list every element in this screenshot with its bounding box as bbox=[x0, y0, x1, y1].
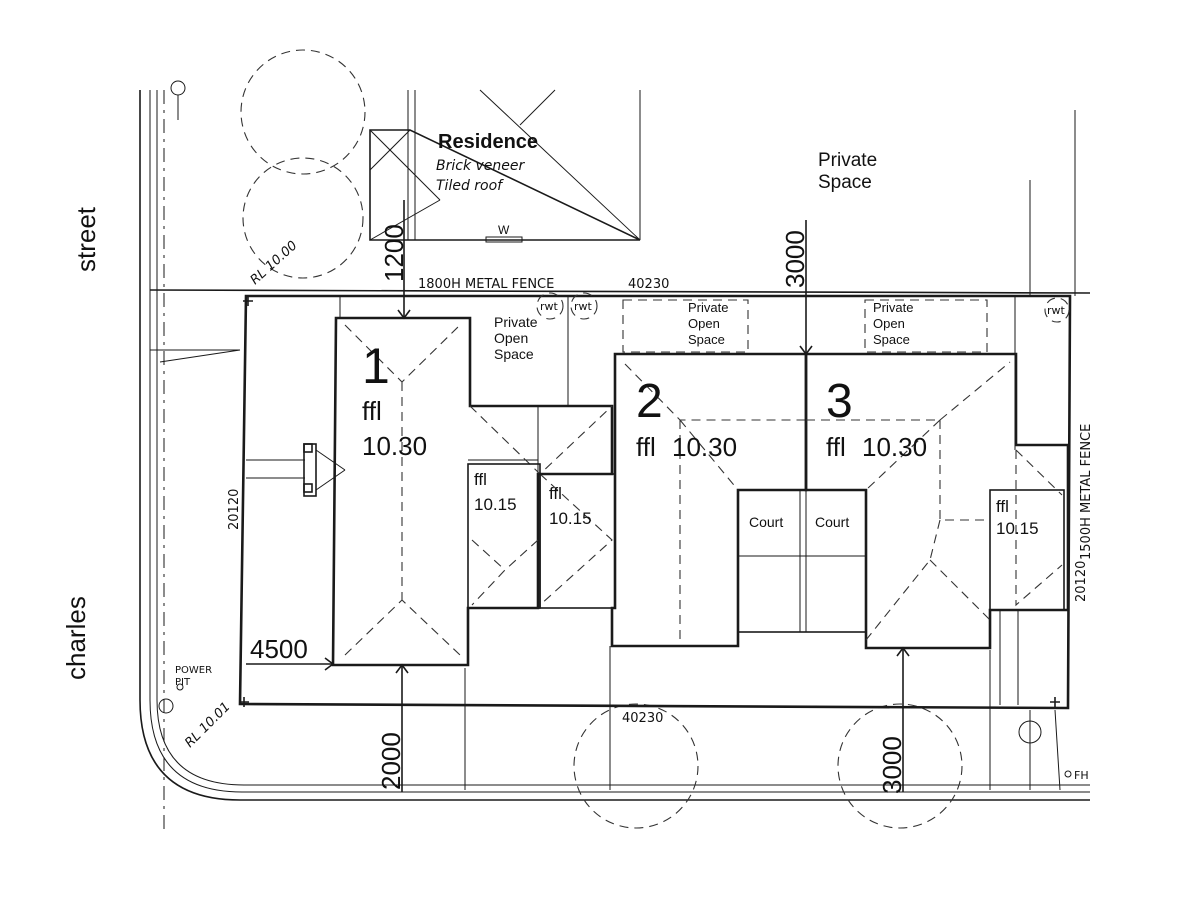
tree-canopy bbox=[242, 157, 364, 279]
fire-hydrant-label: FH bbox=[1074, 769, 1089, 782]
unit-2-ffl-value: 10.30 bbox=[672, 432, 737, 462]
rwt-label: rwt bbox=[540, 300, 559, 313]
unit-3-number: 3 bbox=[826, 375, 853, 428]
setback-4500: 4500 bbox=[250, 634, 308, 664]
garage-3-ffl-value: 10.15 bbox=[996, 519, 1039, 538]
private-space-label: Private bbox=[818, 150, 877, 171]
tree-canopy bbox=[573, 703, 699, 829]
garage-2: ffl 10.15 bbox=[539, 473, 616, 609]
unit-3-ffl-value: 10.30 bbox=[862, 432, 927, 462]
garage-3-ffl-label: ffl bbox=[996, 497, 1009, 516]
unit-1-building: 1 ffl 10.30 bbox=[331, 316, 614, 667]
residence-roof: Tiled roof bbox=[436, 178, 504, 194]
pos-label: Private bbox=[873, 300, 913, 315]
neighbour-boundaries bbox=[149, 90, 1091, 363]
pos-label: Space bbox=[494, 346, 534, 362]
pos-label: Open bbox=[494, 330, 528, 346]
residence-material: Brick veneer bbox=[436, 158, 526, 174]
rear-fence-label: 1800H METAL FENCE bbox=[418, 277, 554, 292]
setback-3000-bottom: 3000 bbox=[877, 736, 907, 794]
left-boundary-width: 20120 bbox=[227, 489, 242, 530]
unit-1-entry bbox=[246, 443, 346, 497]
power-pit-label: PIT bbox=[175, 677, 191, 688]
setback-2000: 2000 bbox=[376, 732, 406, 790]
unit-2-building: 2 ffl 10.30 bbox=[610, 352, 808, 648]
unit-1-ffl-label: ffl bbox=[362, 396, 382, 426]
site-boundary bbox=[238, 294, 1072, 710]
pos-label: Open bbox=[688, 316, 720, 331]
private-open-spaces: Private Open Space Private Open Space Pr… bbox=[494, 299, 988, 362]
unit-2-ffl-label: ffl bbox=[636, 432, 656, 462]
rear-boundary-length: 40230 bbox=[628, 277, 669, 292]
power-pit-label: POWER bbox=[175, 665, 212, 676]
street-label: street bbox=[71, 206, 101, 272]
rainwater-tank-icon bbox=[536, 292, 564, 320]
pos-label: Space bbox=[873, 332, 910, 347]
power-pit-marker-icon bbox=[176, 683, 184, 691]
power-pit-icon bbox=[158, 698, 174, 714]
unit-3-ffl-label: ffl bbox=[826, 432, 846, 462]
garage-2-ffl-value: 10.15 bbox=[549, 509, 592, 528]
rl-level-bottom: RL 10.01 bbox=[182, 699, 233, 750]
unit-3-building: 3 ffl 10.30 bbox=[804, 352, 1070, 650]
street-kerb-lines bbox=[139, 90, 1090, 830]
service-pit-icon bbox=[170, 80, 186, 96]
private-space-label: Space bbox=[818, 172, 872, 193]
setback-dimensions: 1200 3000 4500 2000 3000 bbox=[246, 200, 910, 794]
side-fence-label: 1500H METAL FENCE bbox=[1079, 424, 1094, 560]
rainwater-tank-icon bbox=[1044, 297, 1070, 323]
pos-label: Open bbox=[873, 316, 905, 331]
garage-3: ffl 10.15 bbox=[989, 489, 1065, 611]
charles-label: charles bbox=[61, 596, 91, 680]
rl-level-top: RL 10.00 bbox=[248, 238, 301, 288]
driveway-lines bbox=[339, 296, 1019, 790]
tree-canopy bbox=[837, 703, 963, 829]
pos-label: Space bbox=[688, 332, 725, 347]
survey-marks bbox=[239, 296, 1060, 707]
rwt-label: rwt bbox=[574, 300, 593, 313]
residence-title: Residence bbox=[438, 131, 538, 153]
front-boundary-length: 40230 bbox=[622, 711, 663, 726]
rainwater-tanks: rwt rwt rwt bbox=[536, 292, 1070, 323]
court-label: Court bbox=[815, 514, 849, 530]
rwt-label: rwt bbox=[1047, 304, 1066, 317]
garage-1-ffl-label: ffl bbox=[474, 470, 487, 489]
rainwater-tank-icon bbox=[570, 292, 598, 320]
tree-canopy bbox=[240, 49, 366, 175]
pos-label: Private bbox=[688, 300, 728, 315]
setback-3000-top: 3000 bbox=[780, 230, 810, 288]
garage-1-ffl-value: 10.15 bbox=[474, 495, 517, 514]
fire-hydrant-marker-icon bbox=[1064, 770, 1072, 778]
courts: Court Court bbox=[737, 489, 867, 633]
pos-label: Private bbox=[494, 314, 538, 330]
window-label: W bbox=[498, 223, 510, 237]
unit-1-number: 1 bbox=[362, 338, 390, 394]
unit-2-number: 2 bbox=[636, 375, 663, 428]
neighbour-residence: Residence Brick veneer Tiled roof W bbox=[369, 89, 641, 243]
garage-1: ffl 10.15 bbox=[467, 463, 541, 609]
setback-1200: 1200 bbox=[379, 224, 409, 282]
right-boundary-width: 20120 bbox=[1074, 561, 1089, 602]
court-label: Court bbox=[749, 514, 783, 530]
unit-1-ffl-value: 10.30 bbox=[362, 431, 427, 461]
garage-2-ffl-label: ffl bbox=[549, 484, 562, 503]
trees bbox=[240, 49, 963, 829]
